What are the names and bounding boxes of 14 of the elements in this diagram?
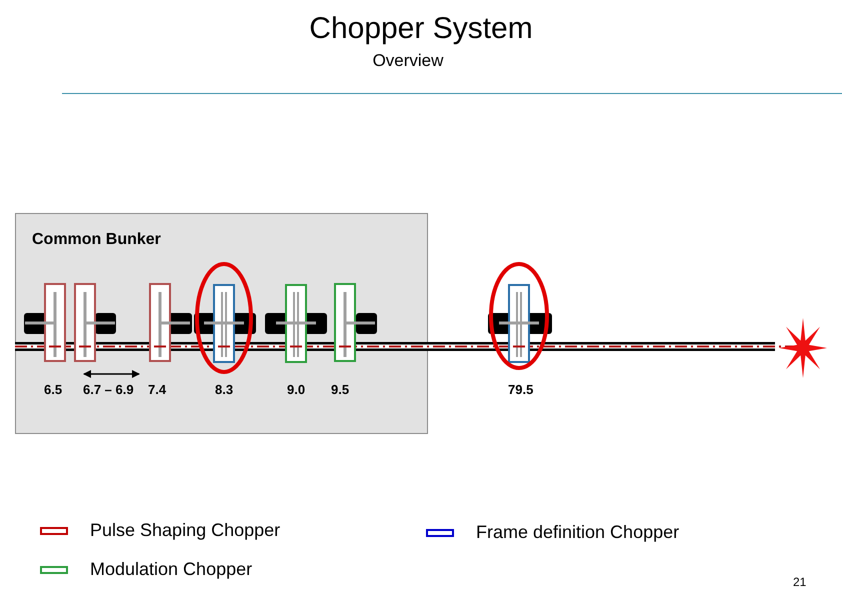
legend-label: Pulse Shaping Chopper <box>90 520 280 541</box>
distance-label: 9.5 <box>331 382 350 397</box>
distance-label: 8.3 <box>215 382 234 397</box>
distance-label: 6.5 <box>44 382 62 397</box>
slide-subtitle: Overview <box>372 51 444 71</box>
distance-label: 79.5 <box>508 382 534 397</box>
page-number: 21 <box>793 575 806 589</box>
area-heading: Common Bunker <box>32 231 161 249</box>
distance-label: 6.7 – 6.9 <box>83 382 134 397</box>
legend-label: Modulation Chopper <box>90 559 252 580</box>
distance-label: 9.0 <box>287 382 306 397</box>
slide-title: Chopper System <box>308 12 534 46</box>
distance-label: 7.4 <box>148 382 166 397</box>
legend-label: Frame definition Chopper <box>476 522 680 543</box>
